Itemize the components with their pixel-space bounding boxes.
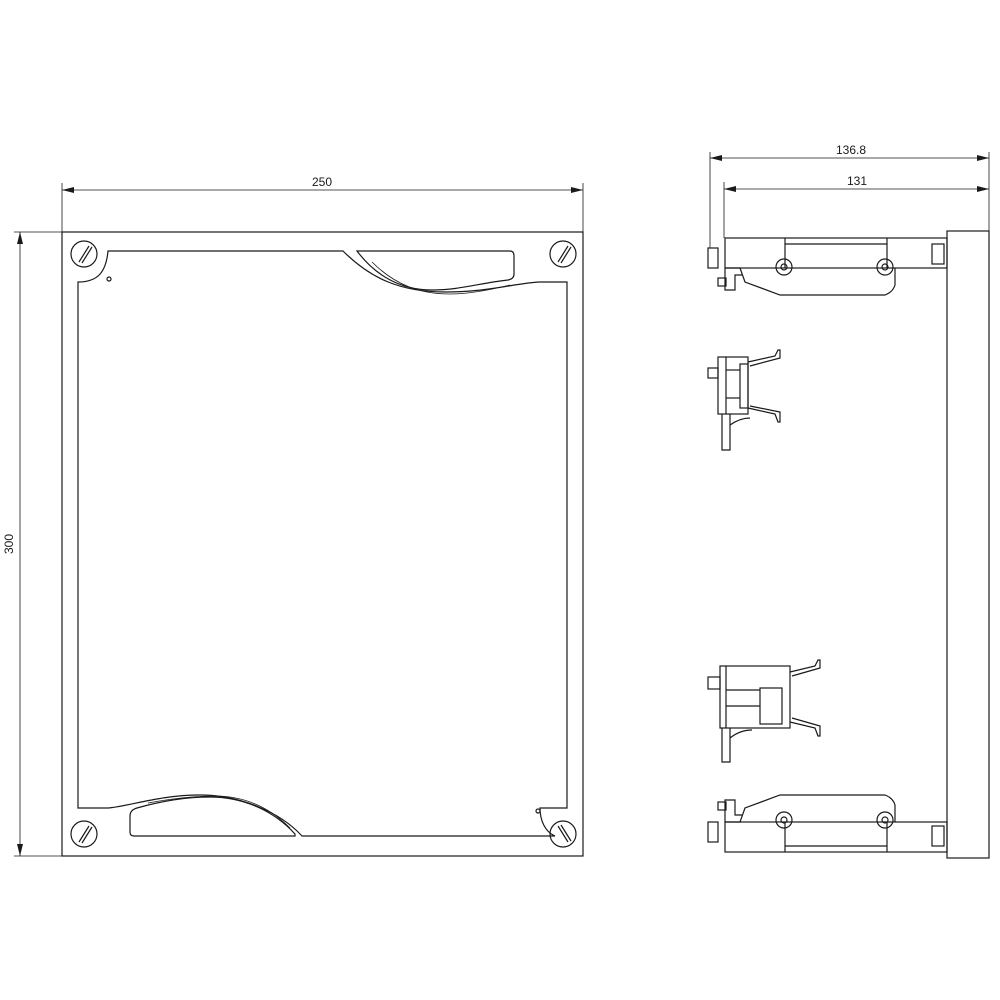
side-view [707,230,990,859]
front-outer-frame [61,231,584,857]
dimension-width-label: 250 [312,175,332,189]
front-bottom-slot [129,796,296,837]
front-screw-bottom-right [549,820,577,848]
front-screw-top-left [70,240,98,268]
front-top-slot [355,250,515,291]
dimension-width: 250 [61,175,584,232]
dimension-depth: 131 [723,174,989,238]
side-lower-bracket [707,659,821,763]
dimension-height: 300 [2,231,62,857]
dimension-overall-depth-label: 136.8 [836,143,866,157]
front-screw-bottom-left [70,820,98,848]
dimension-height-label: 300 [2,534,16,554]
side-upper-bracket [707,349,781,451]
side-top-rail [707,237,948,296]
side-rear-panel [946,230,990,859]
front-cover-panel [77,250,568,837]
front-top-serrated-arc [371,261,511,295]
side-bottom-rail [707,794,948,853]
front-view [61,231,584,857]
front-small-hole-bottom [535,808,541,814]
front-screw-top-right [549,240,577,268]
front-small-hole-top [106,276,112,282]
dimension-depth-label: 131 [847,174,867,188]
dimension-overall-depth: 136.8 [709,143,990,248]
front-bottom-serrated-arc [147,795,291,829]
